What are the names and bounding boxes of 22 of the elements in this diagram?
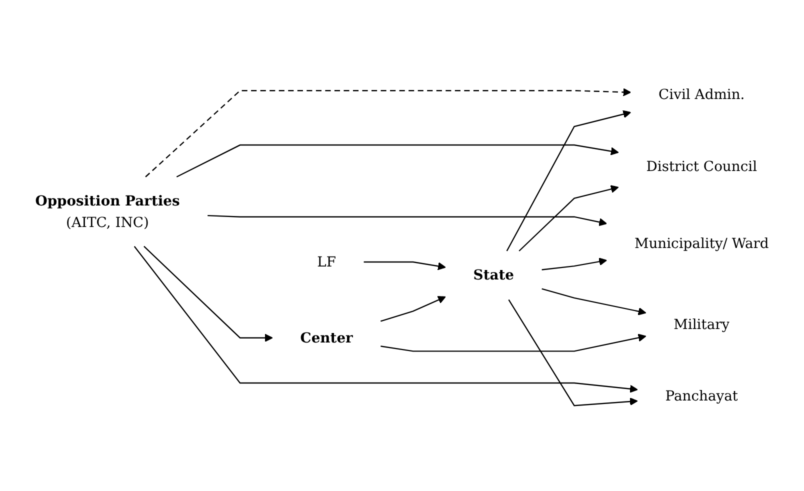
node-text: Municipality/ Ward [634,234,769,252]
arrow [208,214,608,226]
arrow [542,258,608,270]
arrow [134,246,638,393]
node-text: Opposition Parties (AITC, INC) [35,192,180,230]
node-text: Military [674,316,730,333]
arrow [144,246,273,342]
node-text: District Council [646,158,758,175]
node-text: LF [317,253,336,270]
arrow [176,144,619,178]
arrow [380,296,446,322]
arrow [380,334,646,352]
arrow [145,88,632,178]
arrow [508,299,638,406]
arrow [542,288,646,316]
node-text: Panchayat [665,388,738,404]
node-text: Center [300,329,353,346]
arrow [518,185,619,252]
arrow [506,110,632,252]
arrow [364,261,446,270]
node-text: State [473,266,514,284]
node-text: Civil Admin. [658,86,745,103]
